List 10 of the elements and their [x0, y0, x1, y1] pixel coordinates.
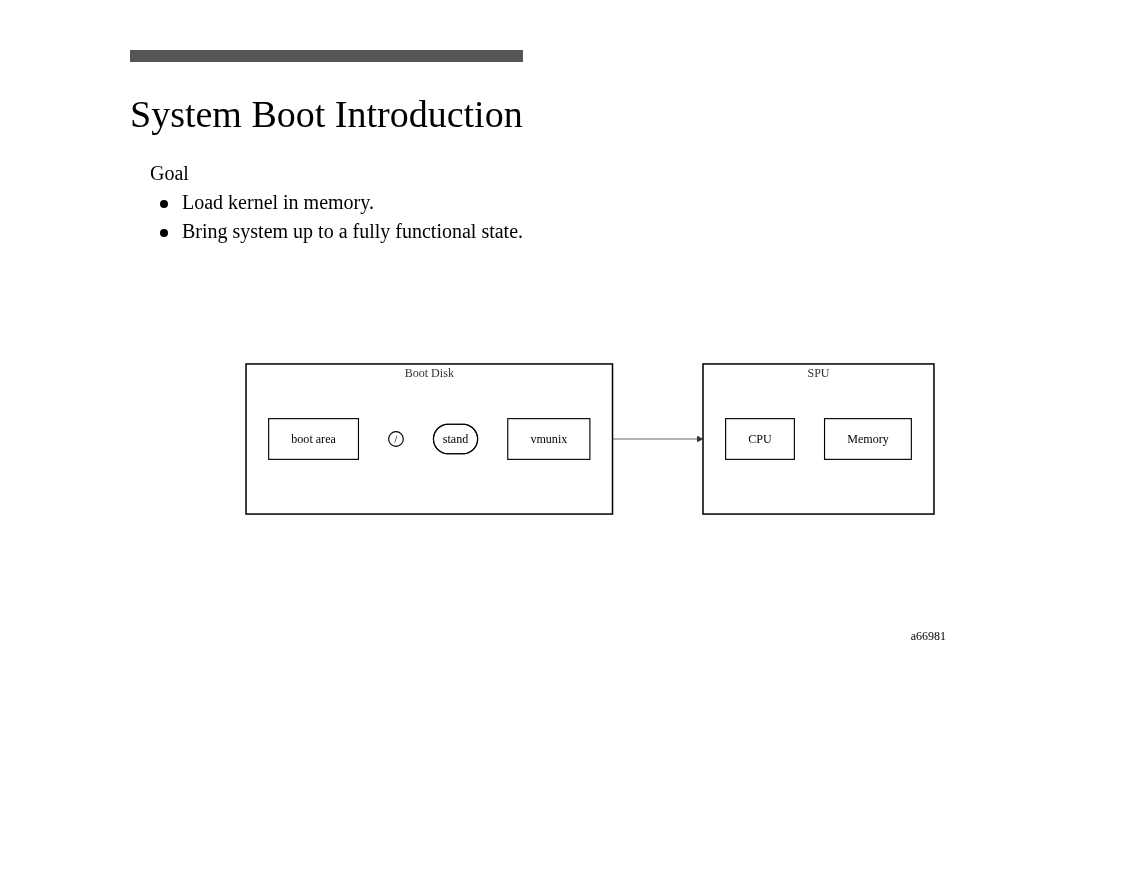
bullet-text: Bring system up to a fully functional state. [182, 220, 524, 242]
figure-code: a66981 [909, 629, 946, 644]
slide-title: System Boot Introduction [130, 50, 523, 136]
bullet-text: Load kernel in memory. [182, 191, 374, 213]
node-box: vmunix [507, 418, 591, 460]
node-box: CPU [725, 418, 795, 460]
node-box: boot area [268, 418, 360, 460]
node-box: Memory [823, 418, 912, 460]
section-heading: Goal [150, 162, 190, 185]
node-circle: / [388, 431, 404, 447]
